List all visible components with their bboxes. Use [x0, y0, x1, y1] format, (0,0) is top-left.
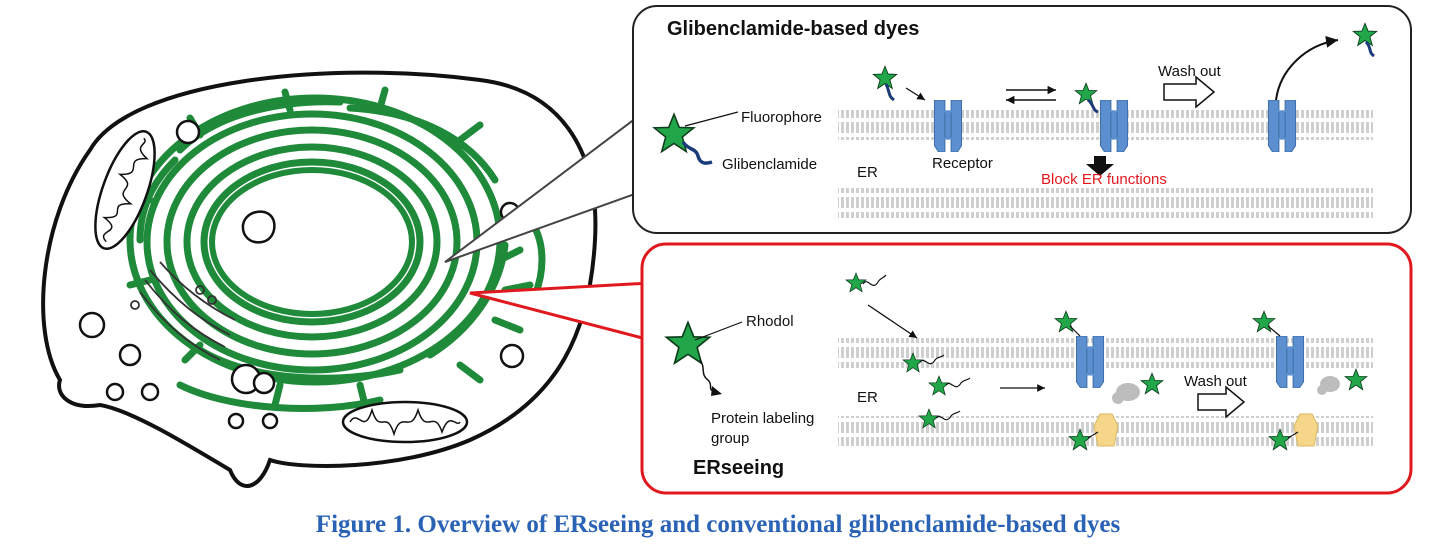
labeled-protein-1	[1093, 413, 1119, 447]
figure-caption: Figure 1. Overview of ERseeing and conve…	[315, 511, 1121, 538]
er-label-top: ER	[857, 164, 878, 181]
block-er-label: Block ER functions	[1041, 171, 1167, 188]
protein-labeling-label: Protein labeling	[711, 410, 814, 427]
wash-out-arrow-bottom	[1197, 385, 1246, 419]
er-network	[126, 86, 546, 412]
glibenclamide-label: Glibenclamide	[722, 156, 817, 173]
fluorophore-label: Fluorophore	[741, 109, 822, 126]
block-arrow	[1086, 156, 1114, 176]
release-arrow	[1275, 35, 1339, 101]
bottom-panel: ERseeing Rhodol Protein labeling group E…	[640, 242, 1413, 495]
bottom-panel-title: ERseeing	[693, 457, 784, 479]
mitochondrion-bottom	[341, 400, 469, 444]
mitochondrion-left	[94, 130, 156, 250]
cell-illustration	[41, 70, 598, 488]
top-panel: Glibenclamide-based dyes Fluorophore Gli…	[632, 5, 1412, 234]
top-panel-title: Glibenclamide-based dyes	[667, 18, 919, 40]
wash-out-arrow-top	[1163, 75, 1216, 109]
er-label-bottom: ER	[857, 389, 878, 406]
nucleus	[209, 167, 415, 317]
receptor-label: Receptor	[932, 155, 993, 172]
labeling-linker	[699, 359, 717, 393]
wash-out-label-bottom: Wash out	[1184, 373, 1248, 390]
glibenclamide-tail	[681, 140, 713, 165]
protein-labeling-label-2: group	[711, 430, 749, 447]
rhodol-label: Rhodol	[746, 313, 794, 330]
labeled-protein-2	[1293, 413, 1319, 447]
nucleolus	[241, 210, 276, 244]
er-membrane-bottom	[838, 188, 1373, 218]
wash-out-label-top: Wash out	[1158, 63, 1222, 80]
golgi	[130, 261, 236, 361]
